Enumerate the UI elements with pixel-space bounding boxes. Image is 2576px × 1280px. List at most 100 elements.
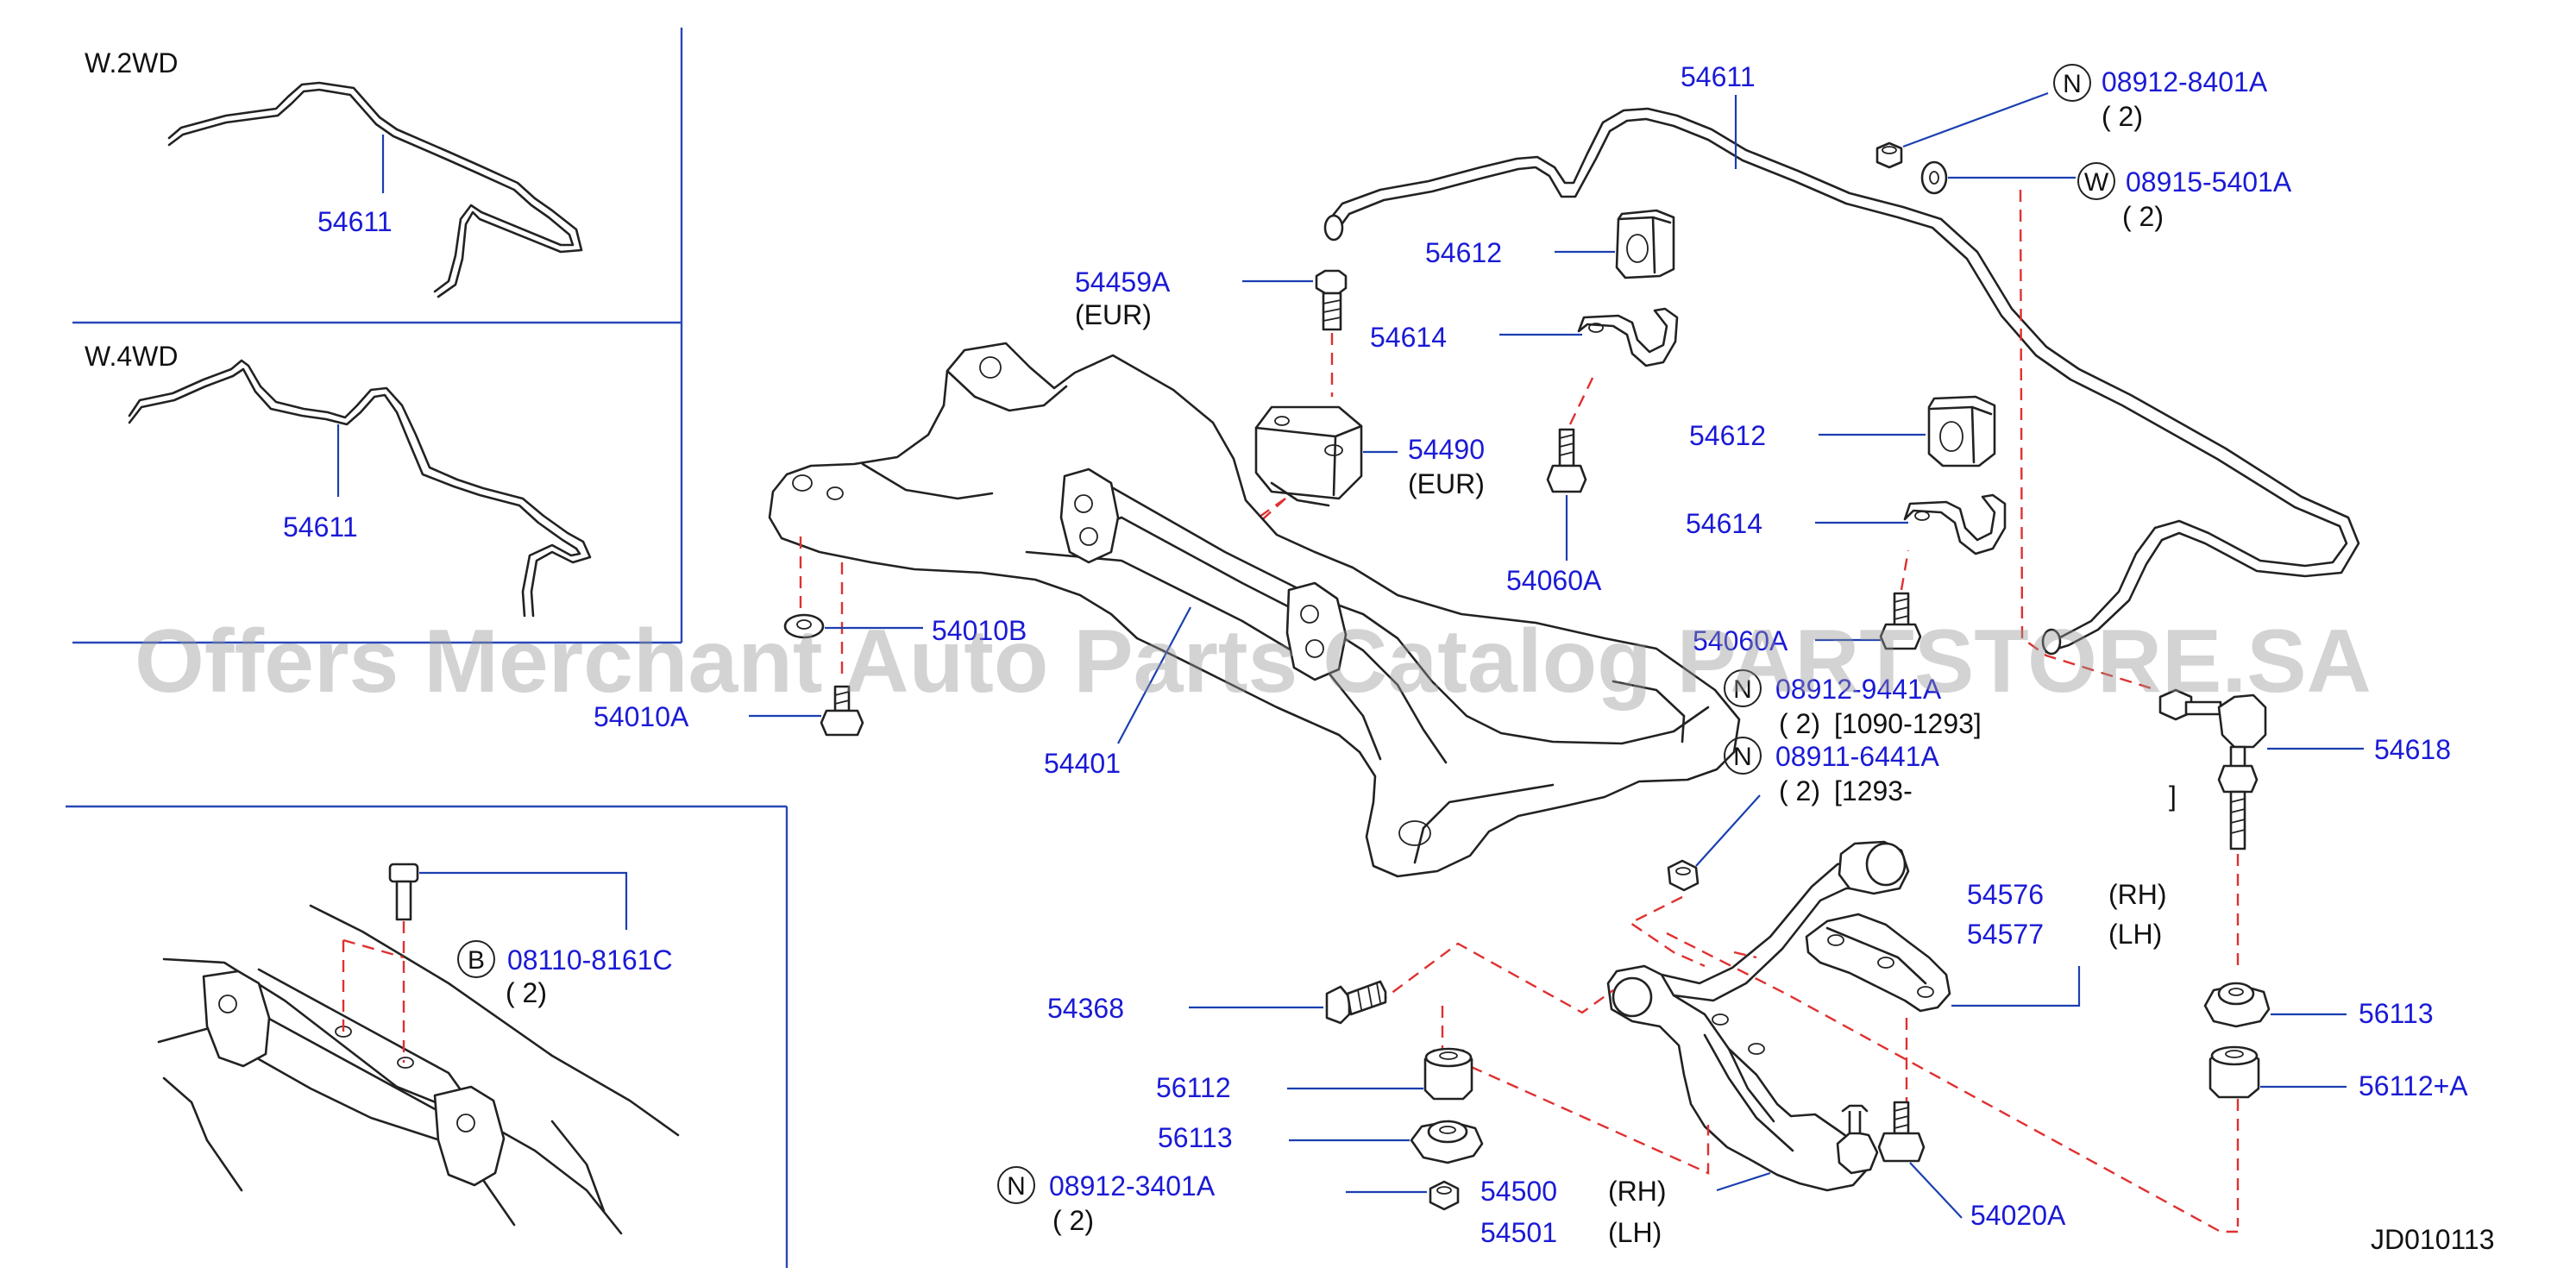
bushing-56112 xyxy=(1423,1047,1473,1101)
circle-marker-b xyxy=(457,940,495,978)
bolt-54459a xyxy=(1315,269,1348,331)
bracket-54576 xyxy=(1805,913,1951,1013)
label-08912-8401a: 08912-8401A xyxy=(2102,66,2268,97)
label-54368: 54368 xyxy=(1047,993,1124,1024)
inset-2wd: W.2WD 54611 xyxy=(85,47,583,298)
leader-54401 xyxy=(1117,606,1191,744)
bushing-56112a xyxy=(2208,1045,2260,1099)
marker-b-letter: B xyxy=(468,946,485,975)
leader-54576 xyxy=(1951,966,2081,1007)
bracket-54614-mid xyxy=(1903,493,2007,555)
label-54618: 54618 xyxy=(2374,734,2451,765)
label-54490: 54490 xyxy=(1408,434,1485,465)
bolt-54368 xyxy=(1325,980,1387,1025)
label-54401: 54401 xyxy=(1044,748,1121,779)
label-54010b: 54010B xyxy=(932,615,1027,646)
qty-08912-9441a: ( 2) xyxy=(1779,708,1820,739)
inset-2wd-title: W.2WD xyxy=(85,47,178,78)
bolt-54060a-top xyxy=(1546,428,1587,493)
bushing-56113-left xyxy=(1410,1120,1484,1164)
marker-n4-letter: N xyxy=(1007,1172,1026,1201)
inset-bolt-detail: B 08110-8161C ( 2) xyxy=(157,863,680,1235)
note-54490: (EUR) xyxy=(1408,468,1485,499)
inset-frames xyxy=(66,28,789,1268)
nut-08912-3401a xyxy=(1429,1180,1460,1211)
circle-marker-n4 xyxy=(997,1166,1035,1204)
crossmember-54401 xyxy=(768,342,1741,878)
marker-w-letter: W xyxy=(2084,168,2109,197)
circle-marker-n2 xyxy=(1724,669,1762,707)
side-54501: (LH) xyxy=(1608,1217,1662,1248)
diagram-code: JD010113 xyxy=(2371,1224,2495,1255)
label-54459a: 54459A xyxy=(1075,267,1171,298)
label-56112: 56112 xyxy=(1156,1072,1231,1103)
leader-front-nut xyxy=(1695,794,1761,867)
marker-n1-letter: N xyxy=(2063,70,2082,98)
qty-08912-3401a: ( 2) xyxy=(1052,1205,1094,1236)
bolt-54020a xyxy=(1877,1101,1926,1163)
qty-08110-8161c: ( 2) xyxy=(506,977,547,1008)
leader-08912-8401a xyxy=(1902,91,2049,148)
qty-08915-5401a: ( 2) xyxy=(2122,201,2164,232)
bushing-54612-top xyxy=(1615,209,1675,279)
bushing-56113-right xyxy=(2203,982,2271,1028)
stabilizer-bar-main xyxy=(1323,107,2360,656)
label-54060a-top: 54060A xyxy=(1506,565,1602,596)
label-54576: 54576 xyxy=(1967,879,2044,910)
leader-54500 xyxy=(1716,1171,1771,1192)
side-54577: (LH) xyxy=(2108,919,2162,950)
range-08911-6441a: [1293- xyxy=(1834,775,1913,806)
bolt-54010a xyxy=(820,685,864,737)
washer-08915-5401a xyxy=(1920,160,1948,195)
label-08911-6441a: 08911-6441A xyxy=(1775,741,1939,772)
label-08110-8161c: 08110-8161C xyxy=(507,944,673,976)
label-56113-left: 56113 xyxy=(1158,1122,1233,1153)
qty-08911-6441a: ( 2) xyxy=(1779,775,1820,806)
circle-marker-w xyxy=(2077,162,2115,200)
label-54060a-mid: 54060A xyxy=(1693,625,1788,656)
label-08912-9441a: 08912-9441A xyxy=(1775,674,1942,705)
label-08912-3401a: 08912-3401A xyxy=(1049,1170,1216,1202)
block-54490 xyxy=(1254,405,1363,507)
stabilizer-bar-4wd xyxy=(128,359,592,618)
circle-marker-n3 xyxy=(1724,737,1762,775)
label-4wd-54611: 54611 xyxy=(283,511,358,543)
nut-08912-8401a xyxy=(1875,141,1903,169)
marker-n2-letter: N xyxy=(1733,675,1752,704)
washer-54010b xyxy=(783,613,825,639)
bolt-detail-icon xyxy=(388,863,419,921)
stabilizer-link-54618 xyxy=(2158,688,2267,850)
nut-front-arm xyxy=(1667,859,1700,892)
watermark: Offers Merchant Auto Parts Catalog PARTS… xyxy=(135,612,2372,712)
label-54577: 54577 xyxy=(1967,919,2044,950)
label-54614-top: 54614 xyxy=(1370,322,1447,353)
crossmember-detail-drawing xyxy=(157,904,680,1235)
leader-bolt-detail xyxy=(419,871,628,930)
label-56112a: 56112+A xyxy=(2359,1070,2468,1101)
bolt-54060a-mid xyxy=(1879,592,1922,650)
stabilizer-bar-2wd xyxy=(167,81,583,298)
label-54500: 54500 xyxy=(1480,1176,1557,1207)
label-54611: 54611 xyxy=(1681,61,1756,92)
qty-08912-8401a: ( 2) xyxy=(2102,101,2143,132)
bushing-54612-mid xyxy=(1927,395,1996,467)
range-end-08911-6441a: ] xyxy=(2169,781,2177,812)
marker-n3-letter: N xyxy=(1733,743,1752,771)
side-54576: (RH) xyxy=(2108,879,2167,910)
label-54020a: 54020A xyxy=(1970,1200,2066,1231)
label-54501: 54501 xyxy=(1480,1217,1557,1248)
label-54612-top: 54612 xyxy=(1425,237,1502,268)
label-54010a: 54010A xyxy=(594,701,689,732)
side-54500: (RH) xyxy=(1608,1176,1667,1207)
range-08912-9441a: [1090-1293] xyxy=(1834,708,1982,739)
lower-arm-54500 xyxy=(1606,840,1910,1192)
inset-4wd: W.4WD 54611 xyxy=(85,341,592,618)
inset-4wd-title: W.4WD xyxy=(85,341,178,372)
circle-marker-n1 xyxy=(2053,64,2091,102)
label-08915-5401a: 08915-5401A xyxy=(2126,166,2292,198)
leader-54020a xyxy=(1909,1162,1963,1219)
label-56113-right: 56113 xyxy=(2359,998,2434,1029)
note-54459a: (EUR) xyxy=(1075,299,1152,330)
label-54614-mid: 54614 xyxy=(1686,508,1762,539)
